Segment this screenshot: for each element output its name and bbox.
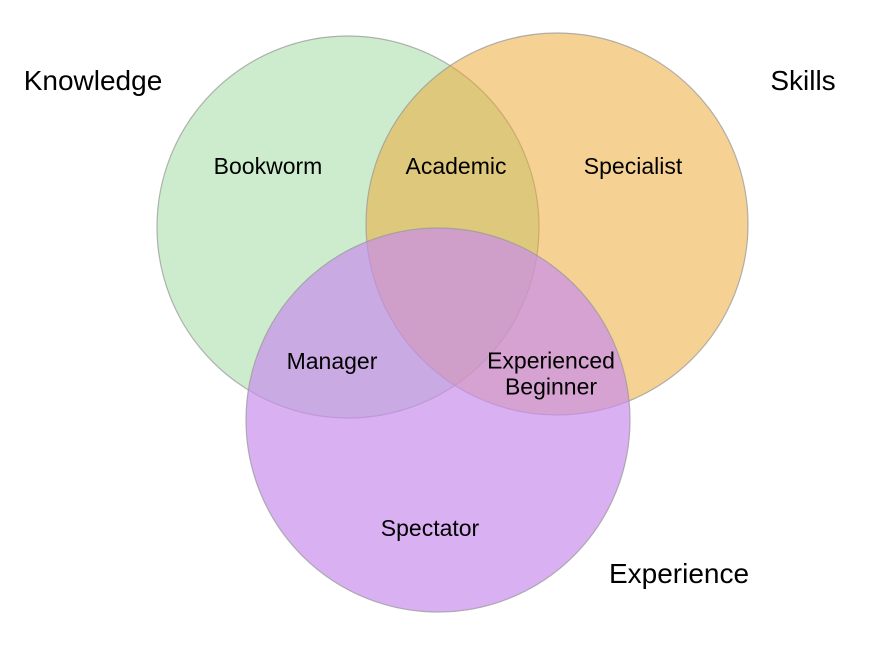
region-label-bookworm: Bookworm [213, 152, 323, 179]
region-label-experienced-beginner: Experienced Beginner [487, 347, 615, 400]
set-label-knowledge: Knowledge [23, 64, 163, 96]
set-label-skills: Skills [770, 64, 836, 96]
set-label-experience: Experience [608, 557, 750, 589]
region-label-academic: Academic [405, 152, 507, 179]
experience-circle [245, 227, 631, 613]
region-label-specialist: Specialist [583, 152, 683, 179]
region-label-spectator: Spectator [380, 514, 480, 541]
region-label-manager: Manager [286, 347, 378, 374]
